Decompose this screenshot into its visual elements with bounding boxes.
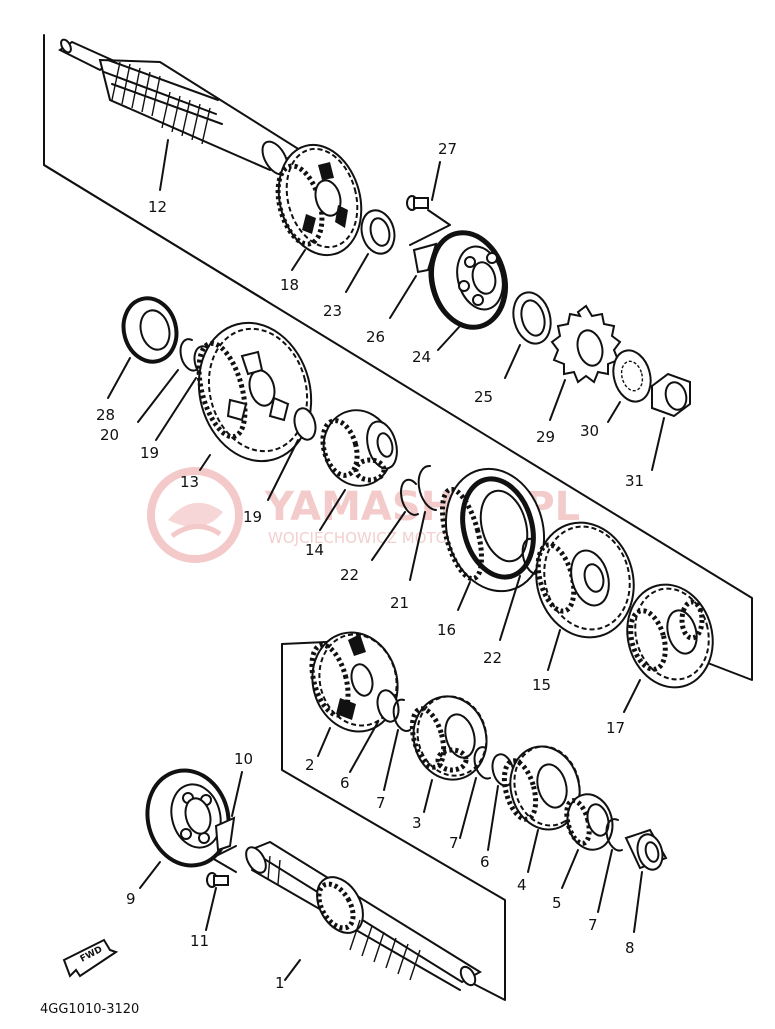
callout-labels: 1 2 3 4 5 6 6 7 7 7 8 9 10 11 12 13 14 1… [96,140,644,992]
part-2-gear [309,631,399,733]
part-14-gear [320,409,398,487]
label-22b: 22 [483,649,502,667]
part-30-lock-washer [612,349,652,403]
label-5: 5 [552,894,562,912]
part-7-circlip [392,698,411,732]
label-9: 9 [126,890,136,908]
label-11: 11 [190,932,209,950]
label-7b: 7 [449,834,459,852]
label-6: 6 [340,774,350,792]
label-28: 28 [96,406,115,424]
part-10-plate [214,816,236,852]
fwd-arrow-icon: FWD [62,938,119,978]
label-7c: 7 [588,916,598,934]
label-20: 20 [100,426,119,444]
part-11-screw [205,872,229,931]
part-7-circlip-b [473,746,491,780]
label-31: 31 [625,472,644,490]
label-17: 17 [606,719,625,737]
label-25: 25 [474,388,493,406]
label-19b: 19 [243,508,262,526]
part-8-needle-bearing [624,828,668,871]
label-4: 4 [517,876,527,894]
part-29-sprocket [550,304,622,384]
label-21: 21 [390,594,409,612]
part-12-main-axle [58,38,302,176]
part-19-washer-b [293,407,317,441]
part-31-nut [651,372,691,418]
part-22-circlip-b [521,537,537,575]
part-23-washer [360,209,396,255]
label-29: 29 [536,428,555,446]
label-26: 26 [366,328,385,346]
label-19: 19 [140,444,159,462]
label-1: 1 [275,974,285,992]
part-26-plate [412,242,438,274]
part-3-gear [409,695,488,781]
label-10: 10 [234,750,253,768]
part-5-gear [564,793,614,851]
part-22-circlip [400,478,419,516]
part-20-circlip [179,338,197,372]
label-3: 3 [412,814,422,832]
lower-frame [281,643,506,1001]
label-23: 23 [323,302,342,320]
part-17-gear [626,583,714,689]
part-code: 4GG1010-3120 [40,1002,139,1017]
label-27: 27 [438,140,457,158]
label-16: 16 [437,621,456,639]
label-24: 24 [412,348,431,366]
label-8: 8 [625,939,635,957]
label-13: 13 [180,473,199,491]
part-18-gear [275,143,363,257]
label-15: 15 [532,676,551,694]
part-24-bearing [428,230,508,330]
part-15-gear [535,521,635,639]
part-16-gear [439,467,546,593]
label-2: 2 [305,756,315,774]
label-12: 12 [148,198,167,216]
label-18: 18 [280,276,299,294]
part-4-gear [501,745,581,831]
part-7-circlip-c [605,818,623,852]
upper-frame [43,34,753,681]
label-6b: 6 [480,853,490,871]
part-21-washer [417,464,437,511]
part-27-screw [406,161,441,211]
watermark-subtext: WOJCIECHOWICZ MOTOCYKLE [268,529,495,547]
label-30: 30 [580,422,599,440]
part-28-bearing [121,296,179,364]
part-9-bearing [145,768,231,868]
label-7: 7 [376,794,386,812]
part-1-drive-axle [245,840,482,991]
label-14: 14 [305,541,324,559]
label-22: 22 [340,566,359,584]
part-13-gear [196,321,313,463]
part-25-washer [512,291,552,345]
